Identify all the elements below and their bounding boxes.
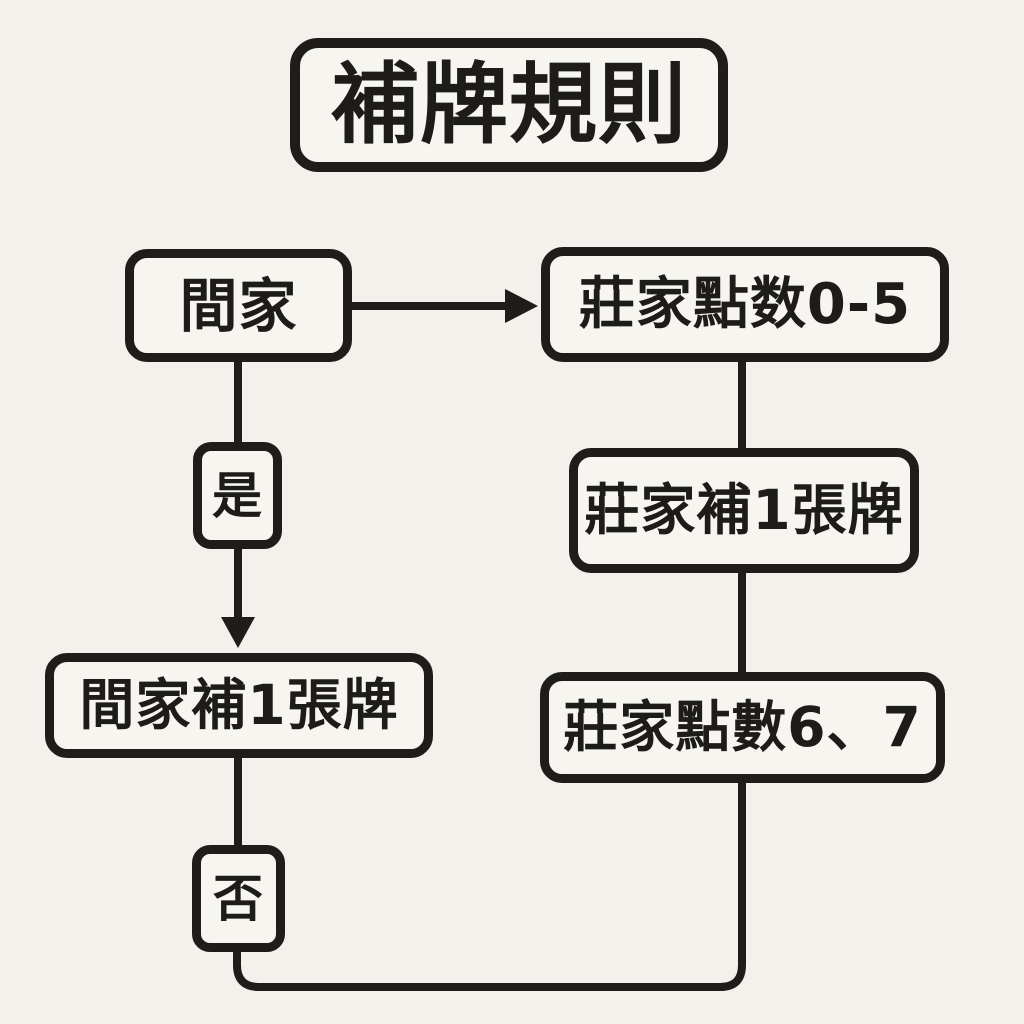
- node-banker-points-6-7: 莊家點數6、7: [540, 672, 945, 783]
- title-box: 補牌規則: [290, 38, 728, 172]
- node-banker-points-6-7-label: 莊家點數6、7: [563, 695, 922, 759]
- node-no: 否: [192, 845, 285, 952]
- node-player-label: 間家: [179, 271, 298, 340]
- node-banker-points-0-5: 莊家點数0-5: [541, 247, 949, 362]
- node-no-label: 否: [213, 869, 264, 928]
- node-player-draw-1: 間家補1張牌: [45, 653, 433, 758]
- node-banker-draw-1-label: 莊家補1張牌: [584, 478, 904, 542]
- edge-player-to-banker-points-arrowhead-icon: [505, 289, 538, 323]
- node-yes-label: 是: [212, 466, 263, 525]
- node-banker-draw-1: 莊家補1張牌: [569, 448, 919, 573]
- page-title: 補牌規則: [330, 53, 687, 156]
- node-player: 間家: [125, 249, 352, 362]
- edge-yes-to-player-draw-arrowhead-icon: [221, 617, 255, 648]
- edge-no-to-banker-points-67: [233, 783, 746, 991]
- node-banker-points-0-5-label: 莊家點数0-5: [578, 271, 912, 337]
- node-player-draw-1-label: 間家補1張牌: [79, 673, 399, 737]
- node-yes: 是: [193, 442, 282, 549]
